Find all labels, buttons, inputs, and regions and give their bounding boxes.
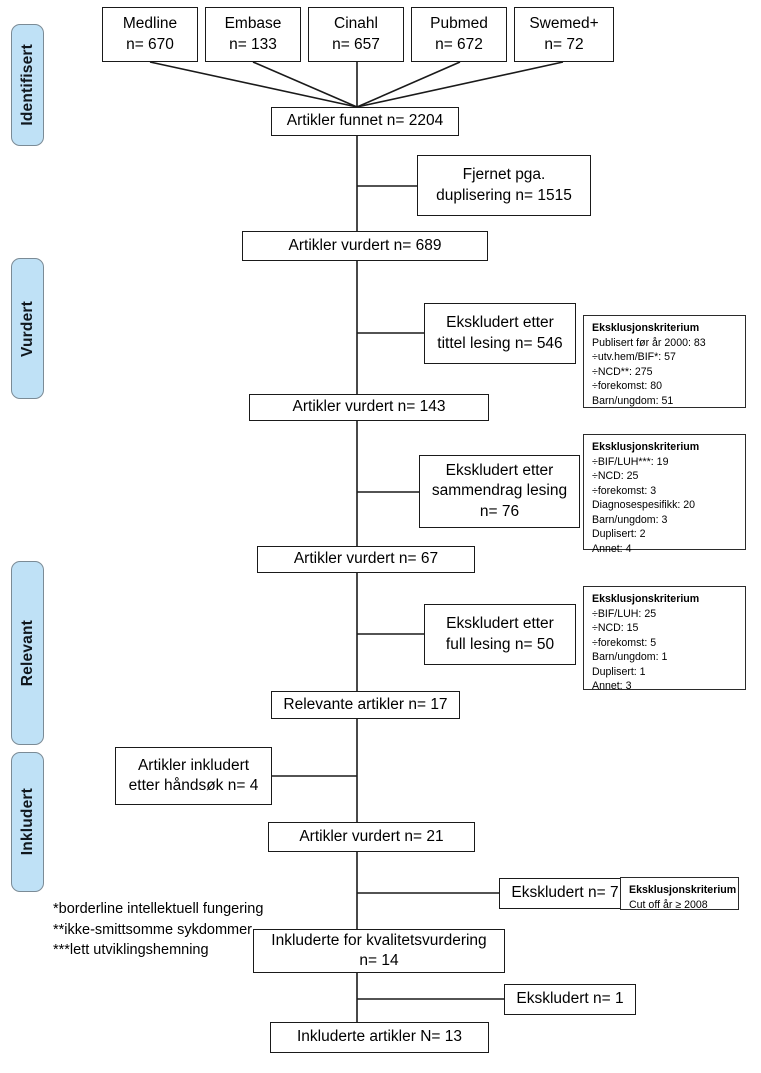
criteria-line: ÷forekomst: 3 bbox=[592, 484, 657, 497]
stage-label-text: Vurdert bbox=[18, 300, 36, 357]
node-label-line1: Fjernet pga. bbox=[462, 166, 546, 184]
node-label: Artikler funnet n= 2204 bbox=[286, 112, 444, 130]
criteria-line: ÷NCD: 15 bbox=[592, 622, 639, 635]
criteria-line: Annet: 3 bbox=[592, 680, 632, 693]
node-label-line2: tittel lesing n= 546 bbox=[437, 334, 563, 352]
criteria-line: ÷BIF/LUH: 25 bbox=[592, 607, 657, 620]
exclusion-criteria-panel-3: Eksklusjonskriterium ÷BIF/LUH: 25 ÷NCD: … bbox=[583, 586, 746, 693]
criteria-line: ÷forekomst: 5 bbox=[592, 636, 657, 649]
node-label-line2: sammendrag lesing bbox=[431, 482, 568, 500]
criteria-line: Annet: 4 bbox=[592, 542, 632, 555]
criteria-line: ÷forekomst: 80 bbox=[592, 380, 662, 393]
source-box-medline: Medline n= 670 bbox=[102, 7, 198, 62]
criteria-line: ÷utv.hem/BIF*: 57 bbox=[592, 351, 676, 364]
criteria-line: Diagnosespesifikk: 20 bbox=[592, 499, 696, 512]
source-count: n= 133 bbox=[229, 35, 277, 53]
node-excluded-1: Ekskludert n= 1 bbox=[504, 984, 636, 1015]
node-excluded-7: Ekskludert n= 7 bbox=[499, 878, 631, 909]
node-assessed-21: Artikler vurdert n= 21 bbox=[268, 822, 475, 852]
node-excluded-title: Ekskludert etter tittel lesing n= 546 bbox=[424, 303, 576, 364]
source-count: n= 72 bbox=[544, 35, 584, 53]
node-label-line1: Inkluderte for kvalitetsvurdering bbox=[271, 931, 487, 949]
criteria-line: ÷BIF/LUH***: 19 bbox=[592, 455, 669, 468]
exclusion-criteria-panel-2: Eksklusjonskriterium ÷BIF/LUH***: 19 ÷NC… bbox=[583, 434, 746, 555]
stage-label-text: Inkludert bbox=[18, 788, 36, 856]
node-excluded-abstract: Ekskludert etter sammendrag lesing n= 76 bbox=[419, 455, 580, 528]
node-assessed-689: Artikler vurdert n= 689 bbox=[242, 231, 488, 261]
exclusion-criteria-panel-1: Eksklusjonskriterium Publisert før år 20… bbox=[583, 315, 746, 408]
node-label-line2: full lesing n= 50 bbox=[445, 635, 555, 653]
node-removed-duplicates: Fjernet pga. duplisering n= 1515 bbox=[417, 155, 591, 216]
footnote-line: *borderline intellektuell fungering bbox=[53, 901, 264, 917]
node-label: Artikler vurdert n= 21 bbox=[299, 827, 444, 845]
node-label: Ekskludert n= 7 bbox=[511, 884, 619, 902]
criteria-line: ÷NCD**: 275 bbox=[592, 365, 653, 378]
stage-label-inkludert: Inkludert bbox=[11, 752, 44, 892]
footnote-line: **ikke-smittsomme sykdommer bbox=[53, 921, 252, 938]
stage-label-text: Relevant bbox=[18, 619, 36, 687]
node-included-13: Inkluderte artikler N= 13 bbox=[270, 1022, 489, 1053]
node-assessed-143: Artikler vurdert n= 143 bbox=[249, 394, 489, 421]
source-name: Medline bbox=[122, 15, 178, 33]
node-label-line2: duplisering n= 1515 bbox=[436, 186, 572, 204]
node-label-line2: n= 14 bbox=[359, 952, 399, 969]
node-label-line1: Ekskludert etter bbox=[446, 314, 554, 332]
node-label-line1: Artikler inkludert bbox=[137, 756, 250, 774]
stage-label-relevant: Relevant bbox=[11, 561, 44, 745]
node-label-line1: Ekskludert etter bbox=[445, 461, 554, 479]
criteria-title: Eksklusjonskriterium bbox=[592, 593, 700, 605]
source-box-pubmed: Pubmed n= 672 bbox=[411, 7, 507, 62]
criteria-title: Eksklusjonskriterium bbox=[592, 322, 700, 334]
stage-label-text: Identifisert bbox=[18, 44, 36, 126]
stage-label-vurdert: Vurdert bbox=[11, 258, 44, 399]
criteria-line: Barn/ungdom: 3 bbox=[592, 513, 668, 526]
node-label: Ekskludert n= 1 bbox=[516, 990, 624, 1008]
node-label: Inkluderte artikler N= 13 bbox=[297, 1028, 462, 1046]
node-quality-assessment: Inkluderte for kvalitetsvurdering n= 14 bbox=[253, 929, 505, 973]
source-box-swemed: Swemed+ n= 72 bbox=[514, 7, 614, 62]
criteria-line: Cut off år ≥ 2008 bbox=[629, 898, 708, 911]
node-label-line2: etter håndsøk n= 4 bbox=[128, 777, 259, 794]
criteria-line: Publisert før år 2000: 83 bbox=[592, 336, 706, 349]
source-box-cinahl: Cinahl n= 657 bbox=[308, 7, 404, 62]
node-label: Artikler vurdert n= 143 bbox=[292, 398, 446, 416]
criteria-line: Duplisert: 2 bbox=[592, 528, 646, 541]
node-handsearch-included: Artikler inkludert etter håndsøk n= 4 bbox=[115, 747, 272, 805]
criteria-title: Eksklusjonskriterium bbox=[592, 441, 700, 453]
node-label-line1: Ekskludert etter bbox=[446, 615, 554, 633]
node-excluded-fulltext: Ekskludert etter full lesing n= 50 bbox=[424, 604, 576, 665]
criteria-title: Eksklusjonskriterium bbox=[629, 884, 737, 896]
node-assessed-67: Artikler vurdert n= 67 bbox=[257, 546, 475, 573]
node-label: Relevante artikler n= 17 bbox=[283, 695, 448, 713]
node-label: Artikler vurdert n= 689 bbox=[288, 236, 442, 254]
source-name: Cinahl bbox=[334, 15, 378, 33]
criteria-line: Barn/ungdom: 51 bbox=[592, 394, 674, 407]
source-count: n= 657 bbox=[332, 35, 380, 53]
exclusion-criteria-panel-4: Eksklusjonskriterium Cut off år ≥ 2008 bbox=[620, 877, 739, 911]
criteria-line: ÷NCD: 25 bbox=[592, 470, 639, 483]
footnotes: *borderline intellektuell fungering **ik… bbox=[53, 899, 263, 961]
source-box-embase: Embase n= 133 bbox=[205, 7, 301, 62]
footnote-line: ***lett utviklingshemning bbox=[53, 942, 209, 959]
source-count: n= 670 bbox=[126, 35, 174, 53]
node-label: Artikler vurdert n= 67 bbox=[293, 550, 439, 568]
criteria-line: Barn/ungdom: 1 bbox=[592, 651, 668, 664]
stage-label-identifisert: Identifisert bbox=[11, 24, 44, 146]
source-name: Pubmed bbox=[430, 15, 488, 33]
source-name: Embase bbox=[224, 15, 282, 33]
node-relevant-17: Relevante artikler n= 17 bbox=[271, 691, 460, 719]
criteria-line: Duplisert: 1 bbox=[592, 665, 646, 678]
source-count: n= 672 bbox=[435, 35, 483, 53]
source-name: Swemed+ bbox=[529, 15, 599, 33]
node-label-line3: n= 76 bbox=[479, 502, 520, 520]
node-articles-found: Artikler funnet n= 2204 bbox=[271, 107, 459, 136]
